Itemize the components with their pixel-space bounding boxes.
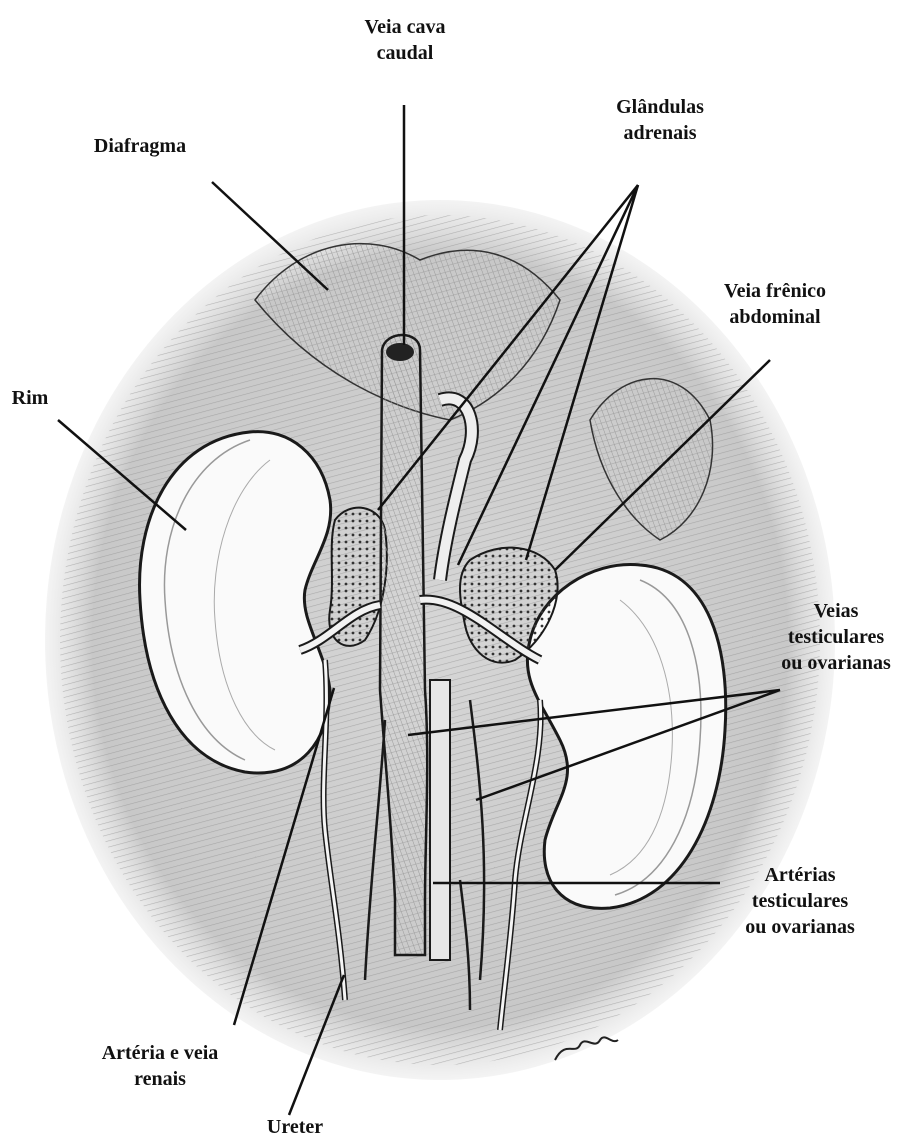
label-line: Artérias [725,862,875,888]
label-line: testiculares [770,624,902,650]
label-line: ou ovarianas [770,650,902,676]
label-line: Veia cava [355,14,455,40]
label-line: Glândulas [600,94,720,120]
label-ureter: Ureter [250,1114,340,1140]
label-line: Ureter [250,1114,340,1140]
label-veia-cava-caudal: Veia cava caudal [355,14,455,66]
label-line: renais [80,1066,240,1092]
label-line: testiculares [725,888,875,914]
label-line: abdominal [705,304,845,330]
label-line: adrenais [600,120,720,146]
label-diafragma: Diafragma [80,133,200,159]
label-glandulas-adrenais: Glândulas adrenais [600,94,720,146]
label-line: Diafragma [80,133,200,159]
label-line: Veias [770,598,902,624]
label-rim: Rim [5,385,55,411]
label-veia-frenico-abdominal: Veia frênico abdominal [705,278,845,330]
label-veias-testiculares: Veias testiculares ou ovarianas [770,598,902,676]
label-arterias-testiculares: Artérias testiculares ou ovarianas [725,862,875,940]
label-line: ou ovarianas [725,914,875,940]
label-line: Veia frênico [705,278,845,304]
label-line: Artéria e veia [80,1040,240,1066]
aorta [430,680,450,960]
label-arteria-veia-renais: Artéria e veia renais [80,1040,240,1092]
label-line: Rim [5,385,55,411]
label-line: caudal [355,40,455,66]
